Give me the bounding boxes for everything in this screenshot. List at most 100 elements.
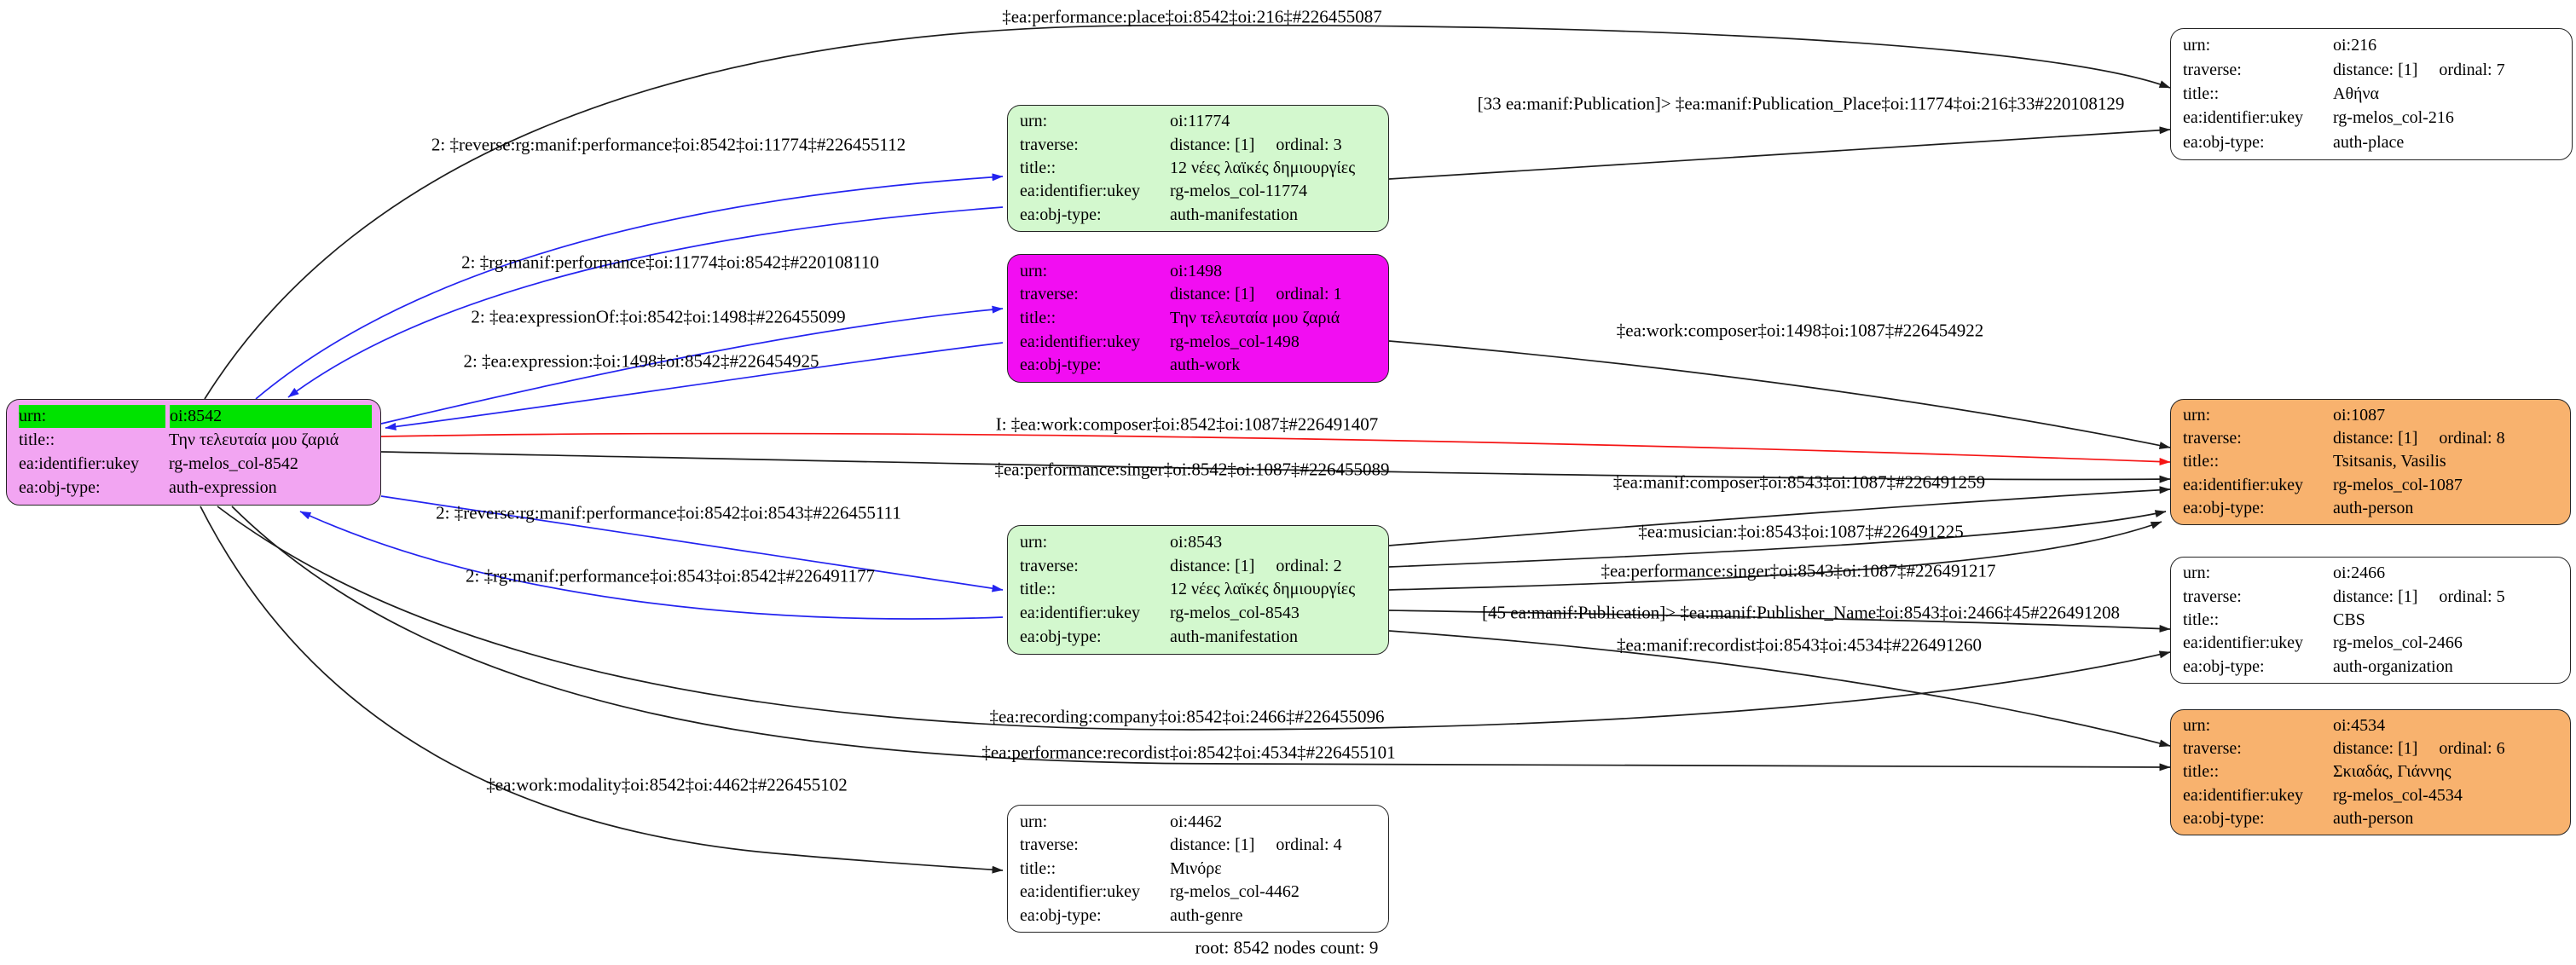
graph-edge-8 xyxy=(380,451,2171,483)
graph-edge-18 xyxy=(200,506,1004,874)
graph-edge-14 xyxy=(1388,610,2171,633)
graph-node-oi-216[interactable]: urn: oi:216 traverse:distance: [1] ordinal… xyxy=(2170,28,2573,160)
node-row: urn: oi:216 xyxy=(2183,34,2563,57)
node-row: title::Tsitsanis, Vasilis xyxy=(2183,450,2562,473)
graph-edge-10 xyxy=(299,511,1004,620)
row-value: rg-melos_col-1498 xyxy=(1170,332,1300,351)
row-key: ea:obj-type: xyxy=(2183,132,2265,152)
edge-label-3: 2: ‡rg:manif:performance‡oi:11774‡oi:854… xyxy=(461,251,879,273)
row-key: traverse: xyxy=(1020,135,1079,154)
row-key: ea:obj-type: xyxy=(19,478,101,497)
node-row: traverse:distance: [1] ordinal: 7 xyxy=(2183,59,2563,82)
row-value: oi:2466 xyxy=(2333,563,2386,583)
row-key: ea:identifier:ukey xyxy=(2183,475,2304,494)
row-key: traverse: xyxy=(2183,429,2242,448)
node-row: traverse: distance: [1] ordinal: 6 xyxy=(2183,737,2562,760)
row-key: ea:obj-type: xyxy=(2183,656,2265,676)
edge-label-0: ‡ea:performance:place‡oi:8542‡oi:216‡#22… xyxy=(1002,6,1382,27)
row-value: oi:8543 xyxy=(1170,532,1223,552)
graph-node-oi-4534[interactable]: urn: oi:4534 traverse: distance: [1] ordina… xyxy=(2170,709,2571,835)
node-row: ea:obj-type:auth-person xyxy=(2183,497,2562,520)
edge-label-5: 2: ‡ea:expression:‡oi:1498‡oi:8542‡#2264… xyxy=(463,350,819,372)
row-key: title:: xyxy=(19,430,55,449)
row-key: urn: xyxy=(1020,261,1048,280)
graph-edge-11 xyxy=(1388,486,2171,546)
row-value: rg-melos_col-4462 xyxy=(1170,882,1300,901)
node-row: title::12 νέες λαϊκές δημιουργίες xyxy=(1020,578,1380,601)
row-value: 12 νέες λαϊκές δημιουργίες xyxy=(1170,580,1356,599)
row-value: Tsitsanis, Vasilis xyxy=(2333,452,2446,471)
node-row: ea:obj-type:auth-work xyxy=(1020,354,1380,377)
row-key: title:: xyxy=(2183,452,2220,471)
row-value: distance: [1] ordinal: 5 xyxy=(2333,587,2505,606)
edge-label-16: ‡ea:recording:company‡oi:8542‡oi:2466‡#2… xyxy=(989,706,1385,727)
edge-label-2: 2: ‡reverse:rg:manif:performance‡oi:8542… xyxy=(431,134,906,155)
row-key: title:: xyxy=(2183,762,2220,782)
root-count-label: root: 8542 nodes count: 9 xyxy=(1195,937,1379,958)
graph-node-oi-2466[interactable]: urn: oi:2466 traverse:distance: [1] ordina… xyxy=(2170,557,2571,684)
row-key: ea:identifier:ukey xyxy=(1020,604,1141,623)
edge-label-9: 2: ‡reverse:rg:manif:performance‡oi:8542… xyxy=(436,502,901,523)
row-key: ea:identifier:ukey xyxy=(1020,182,1141,201)
edge-label-18: ‡ea:work:modality‡oi:8542‡oi:4462‡#22645… xyxy=(486,774,848,795)
graph-edge-12 xyxy=(1388,510,2167,568)
row-key: urn: xyxy=(2183,716,2211,736)
node-row: urn: oi:4534 xyxy=(2183,714,2562,737)
node-row: urn:oi:4462 xyxy=(1020,811,1380,834)
node-row: title::12 νέες λαϊκές δημιουργίες xyxy=(1020,157,1380,180)
row-value: distance: [1] ordinal: 7 xyxy=(2333,60,2505,79)
row-value: CBS xyxy=(2333,610,2365,629)
row-key: ea:identifier:ukey xyxy=(2183,785,2304,805)
edge-label-13: ‡ea:performance:singer‡oi:8543‡oi:1087‡#… xyxy=(1601,560,1996,581)
row-key: urn: xyxy=(2183,36,2211,55)
node-row: ea:obj-type:auth-manifestation xyxy=(1020,204,1380,227)
row-value: auth-person xyxy=(2333,498,2414,517)
row-key: title:: xyxy=(2183,610,2220,629)
row-value: auth-manifestation xyxy=(1170,205,1298,224)
row-value: auth-genre xyxy=(1170,905,1243,925)
node-row: traverse:distance: [1] ordinal: 1 xyxy=(1020,283,1380,306)
edge-label-4: 2: ‡ea:expressionOf:‡oi:8542‡oi:1498‡#22… xyxy=(471,306,846,327)
row-key: ea:identifier:ukey xyxy=(2183,108,2304,128)
node-row: ea:obj-type:auth-organization xyxy=(2183,656,2562,679)
row-value: distance: [1] ordinal: 6 xyxy=(2333,739,2505,759)
row-key: title:: xyxy=(1020,858,1056,878)
edge-label-12: ‡ea:musician:‡oi:8543‡oi:1087‡#226491225 xyxy=(1638,521,1964,542)
node-row: title::Σκιαδάς, Γιάννης xyxy=(2183,760,2562,783)
row-value: oi:216 xyxy=(2333,36,2377,55)
edge-label-1: [33 ea:manif:Publication]> ‡ea:manif:Pub… xyxy=(1477,93,2125,114)
row-value: rg-melos_col-216 xyxy=(2333,108,2454,128)
row-value: oi:1498 xyxy=(1170,261,1223,280)
row-value: Αθήνα xyxy=(2333,84,2380,103)
graph-node-oi-1498[interactable]: urn: oi:1498 traverse:distance: [1] ordina… xyxy=(1007,254,1389,383)
row-value: oi:4534 xyxy=(2333,716,2386,736)
row-key: ea:obj-type: xyxy=(1020,905,1102,925)
node-row: title::Μινόρε xyxy=(1020,858,1380,881)
node-row: urn:oi:11774 xyxy=(1020,110,1380,133)
edge-label-14: [45 ea:manif:Publication]> ‡ea:manif:Pub… xyxy=(1482,602,2120,623)
row-key: urn: xyxy=(2183,563,2211,583)
row-value: rg-melos_col-2466 xyxy=(2333,633,2463,653)
node-row: title::Την τελευταία μου ζαριά xyxy=(19,429,372,452)
row-key: urn: xyxy=(1020,112,1048,131)
row-value: oi:4462 xyxy=(1170,812,1223,831)
row-key: traverse: xyxy=(2183,739,2242,759)
row-value: auth-person xyxy=(2333,808,2414,828)
row-key: traverse: xyxy=(1020,285,1079,304)
node-row: traverse:distance: [1] ordinal: 5 xyxy=(2183,586,2562,609)
node-row: traverse:distance: [1] ordinal: 4 xyxy=(1020,834,1380,857)
row-key: title:: xyxy=(1020,580,1056,599)
row-value: auth-manifestation xyxy=(1170,627,1298,647)
row-key: title:: xyxy=(2183,84,2220,103)
